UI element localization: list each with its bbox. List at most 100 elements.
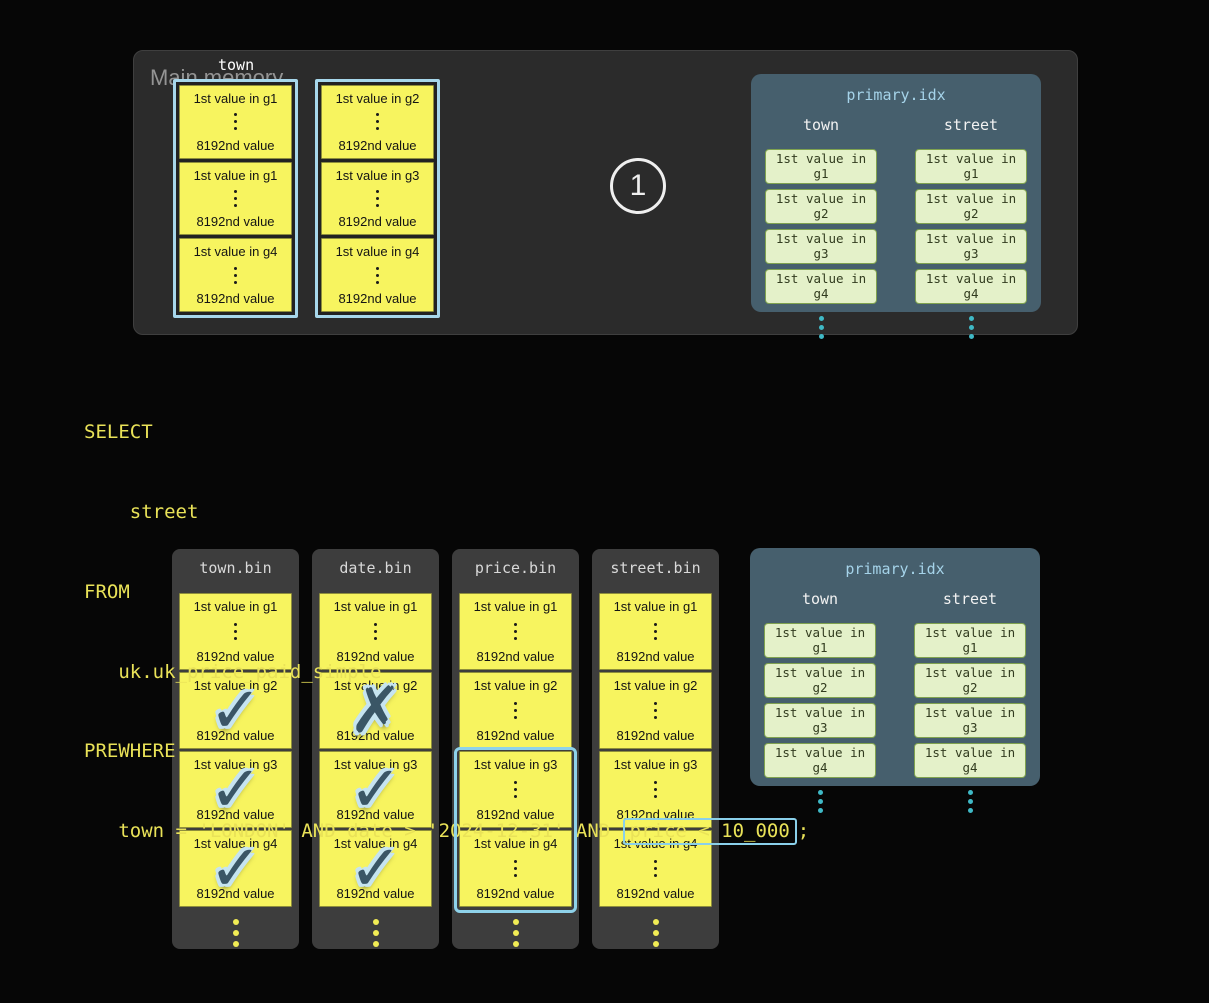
index-entry: 1st value in g4 xyxy=(915,268,1027,304)
granule-block: 1st value in g2 8192nd value xyxy=(321,85,434,159)
ellipsis-icon xyxy=(376,113,379,131)
granule-block: 1st value in g1 8192nd value xyxy=(179,593,292,670)
bin-column-title: town.bin xyxy=(199,559,272,577)
index-entry: 1st value in g2 xyxy=(765,188,877,224)
granule-block: 1st value in g3 8192nd value xyxy=(321,161,434,236)
index-column-header: street xyxy=(943,116,999,134)
bin-column-street: street.bin 1st value in g1 8192nd value … xyxy=(592,549,719,949)
sql-line-table: uk.uk_price_paid_simple xyxy=(84,660,382,683)
more-entries-dots xyxy=(818,316,824,339)
granule-first-value: 1st value in g4 xyxy=(193,836,278,851)
granule-last-value: 8192nd value xyxy=(476,807,555,822)
index-entry: 1st value in g4 xyxy=(914,742,1026,778)
sql-line-prewhere: PREWHERE xyxy=(84,740,176,763)
index-column-header: street xyxy=(942,590,998,608)
sql-line-from: FROM xyxy=(84,580,130,603)
sql-query: SELECT street FROM uk.uk_price_paid_simp… xyxy=(84,366,809,898)
step-number: 1 xyxy=(629,169,647,202)
granule-first-value: 1st value in g1 xyxy=(613,599,698,614)
ellipsis-icon xyxy=(376,190,379,207)
index-entry: 1st value in g3 xyxy=(765,228,877,264)
granule-first-value: 1st value in g1 xyxy=(473,599,558,614)
granule-last-value: 8192nd value xyxy=(476,728,555,743)
granule-first-value: 1st value in g1 xyxy=(193,599,278,614)
bin-column-title: price.bin xyxy=(474,559,557,577)
granule-last-value: 8192nd value xyxy=(196,886,275,901)
more-granules-dots xyxy=(459,919,572,947)
sql-line-column: street xyxy=(84,500,199,523)
granule-last-value: 8192nd value xyxy=(336,649,415,664)
granule-last-value: 8192nd value xyxy=(616,649,695,664)
granule-first-value: 1st value in g4 xyxy=(473,836,558,851)
step-1-badge: 1 xyxy=(610,158,666,214)
ellipsis-icon xyxy=(654,781,657,798)
bin-column-title: street.bin xyxy=(610,559,701,577)
granule-block: 1st value in g4 8192nd value xyxy=(459,830,572,907)
granule-block: 1st value in g3 8192nd value xyxy=(599,751,712,828)
primary-index-panel-top: primary.idx town 1st value in g1 1st val… xyxy=(751,74,1041,339)
primary-index-title: primary.idx xyxy=(846,86,946,104)
index-column-header: town xyxy=(801,590,839,608)
granule-first-value: 1st value in g3 xyxy=(473,757,558,772)
granule-last-value: 8192nd value xyxy=(616,886,695,901)
bin-column-title: date.bin xyxy=(339,559,412,577)
ellipsis-icon xyxy=(234,190,237,207)
index-entry: 1st value in g2 xyxy=(914,662,1026,698)
ellipsis-icon xyxy=(234,702,237,719)
more-entries-dots xyxy=(817,790,823,813)
granule-first-value: 1st value in g2 xyxy=(613,678,698,693)
granule-block: 1st value in g1 8192nd value xyxy=(179,85,292,159)
granule-last-value: 8192nd value xyxy=(196,807,275,822)
granule-first-value: 1st value in g1 xyxy=(193,91,278,106)
granule-first-value: 1st value in g3 xyxy=(335,167,420,183)
granule-first-value: 1st value in g4 xyxy=(335,244,420,260)
ellipsis-icon xyxy=(514,623,517,640)
index-column-street: street 1st value in g1 1st value in g2 1… xyxy=(915,116,1027,339)
granule-last-value: 8192nd value xyxy=(196,137,275,153)
ellipsis-icon xyxy=(654,623,657,640)
granule-block: 1st value in g4 8192nd value xyxy=(321,238,434,313)
granule-block: 1st value in g2 8192nd value xyxy=(459,672,572,749)
granule-first-value: 1st value in g2 xyxy=(193,678,278,693)
granule-block: 1st value in g1 8192nd value xyxy=(319,593,432,670)
ellipsis-icon xyxy=(374,781,377,798)
granule-last-value: 8192nd value xyxy=(616,728,695,743)
index-entry: 1st value in g2 xyxy=(764,662,876,698)
index-entry: 1st value in g1 xyxy=(765,148,877,184)
index-column-town: town 1st value in g1 1st value in g2 1st… xyxy=(764,590,876,813)
granule-last-value: 8192nd value xyxy=(338,137,417,153)
granule-block: 1st value in g2 8192nd value xyxy=(599,672,712,749)
granule-first-value: 1st value in g2 xyxy=(335,91,420,106)
more-granules-dots xyxy=(599,919,712,947)
index-entry: 1st value in g3 xyxy=(915,228,1027,264)
index-entry: 1st value in g3 xyxy=(764,702,876,738)
index-entry: 1st value in g2 xyxy=(915,188,1027,224)
ellipsis-icon xyxy=(514,781,517,798)
granule-first-value: 1st value in g1 xyxy=(193,167,278,183)
granule-first-value: 1st value in g1 xyxy=(333,599,418,614)
main-memory-box: Main memory town 1st value in g1 8192nd … xyxy=(133,50,1078,339)
granule-first-value: 1st value in g2 xyxy=(333,678,418,693)
index-column-town: town 1st value in g1 1st value in g2 1st… xyxy=(765,116,877,339)
statement-terminator: ; xyxy=(797,820,810,843)
predicate-text: town = 'LONDON' AND date > '2024-12-31' … xyxy=(84,820,622,843)
ellipsis-icon xyxy=(514,702,517,719)
sql-line-select: SELECT xyxy=(84,421,153,444)
granule-first-value: 1st value in g3 xyxy=(193,757,278,772)
granule-last-value: 8192nd value xyxy=(476,649,555,664)
granule-last-value: 8192nd value xyxy=(336,807,415,822)
memory-granule-stack-1: 1st value in g1 8192nd value 1st value i… xyxy=(173,79,298,318)
ellipsis-icon xyxy=(654,860,657,877)
granule-last-value: 8192nd value xyxy=(196,291,275,306)
granule-last-value: 8192nd value xyxy=(476,886,555,901)
granule-first-value: 1st value in g2 xyxy=(473,678,558,693)
ellipsis-icon xyxy=(234,113,237,131)
index-column-street: street 1st value in g1 1st value in g2 1… xyxy=(914,590,1026,813)
ellipsis-icon xyxy=(234,266,237,284)
ellipsis-icon xyxy=(234,781,237,798)
index-entry: 1st value in g4 xyxy=(765,268,877,304)
granule-block: 1st value in g3 8192nd value xyxy=(459,751,572,828)
granule-last-value: 8192nd value xyxy=(338,214,417,230)
granule-block: 1st value in g4 8192nd value xyxy=(599,830,712,907)
